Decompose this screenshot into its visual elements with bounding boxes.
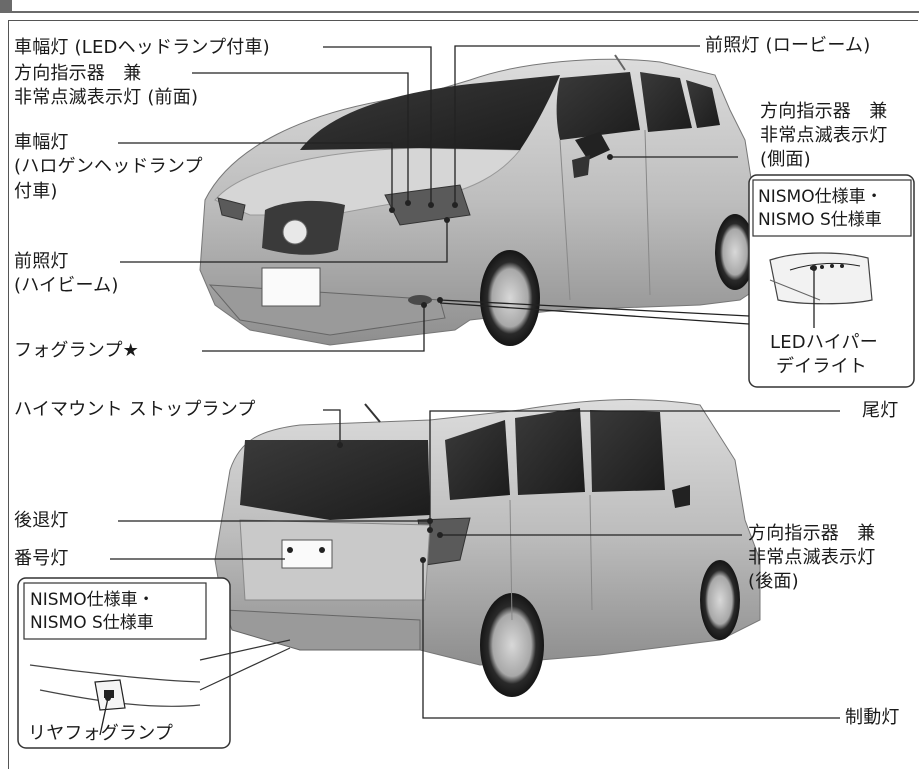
front-car-illustration	[199, 54, 771, 346]
label-low-beam: 前照灯 (ロービーム)	[705, 35, 871, 56]
label-high-beam-l1: 前照灯	[14, 251, 69, 272]
front-leader-dots	[389, 154, 817, 308]
front-inset-title-l2: NISMO S仕様車	[758, 210, 882, 230]
section-header-bar	[0, 0, 919, 13]
rear-inset-title-l1: NISMO仕様車・	[30, 590, 155, 610]
figure-frame	[8, 20, 918, 769]
label-rear-turn-l1: 方向指示器 兼	[748, 523, 876, 544]
label-side-turn-l2: 非常点滅表示灯	[760, 125, 888, 146]
rear-car-illustration	[214, 399, 761, 697]
front-inset-caption-l2: デイライト	[776, 356, 867, 377]
label-license-lamp: 番号灯	[14, 548, 69, 569]
label-side-turn-l3: (側面)	[760, 149, 811, 170]
label-front-side-marker-led: 車幅灯 (LEDヘッドランプ付車)	[14, 37, 270, 58]
rear-leader-dots	[105, 442, 443, 701]
label-high-beam-l2: (ハイビーム)	[14, 275, 119, 296]
label-tail-lamp: 尾灯	[862, 400, 899, 421]
section-tab-marker	[0, 0, 12, 12]
label-high-mount-stop-lamp: ハイマウント ストップランプ	[14, 399, 256, 420]
label-front-side-marker-halogen-l3: 付車)	[14, 181, 58, 202]
rear-inset-caption: リヤフォグランプ	[28, 723, 174, 744]
rear-leader-lines	[99, 409, 840, 736]
front-leader-lines	[118, 45, 815, 352]
front-inset-caption-l1: LEDハイパー	[770, 332, 878, 353]
label-fog-lamp: フォグランプ★	[14, 340, 139, 361]
label-backup-lamp: 後退灯	[14, 510, 69, 531]
rear-inset-title-l2: NISMO S仕様車	[30, 613, 154, 633]
section-rule	[0, 11, 919, 13]
label-rear-turn-l3: (後面)	[748, 571, 799, 592]
label-brake-lamp: 制動灯	[845, 707, 900, 728]
front-inset-box	[748, 174, 915, 388]
label-side-turn-l1: 方向指示器 兼	[760, 101, 888, 122]
label-front-side-marker-halogen-l2: (ハロゲンヘッドランプ	[14, 156, 203, 177]
rear-inset-box	[17, 577, 291, 749]
label-rear-turn-l2: 非常点滅表示灯	[748, 547, 876, 568]
label-front-turn-signal-l2: 非常点滅表示灯 (前面)	[14, 87, 199, 108]
label-front-side-marker-halogen-l1: 車幅灯	[14, 132, 69, 153]
label-front-turn-signal-l1: 方向指示器 兼	[14, 63, 142, 84]
front-inset-title-l1: NISMO仕様車・	[758, 187, 883, 207]
